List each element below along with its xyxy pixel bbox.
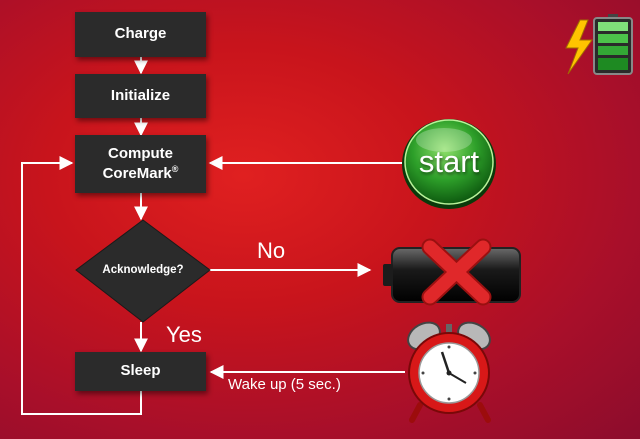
no-branch-label: No [257, 238, 286, 263]
connectors [21, 57, 405, 415]
alarm-clock-icon [407, 321, 491, 423]
dead-battery-icon [383, 238, 521, 306]
registered-mark: ® [171, 163, 179, 174]
wake-up-label: Wake up (5 sec.) [228, 376, 341, 393]
sleep-step: Sleep [75, 352, 206, 391]
compute-label: Compute [108, 144, 173, 162]
cross-icon [421, 238, 492, 306]
sleep-label: Sleep [120, 362, 161, 380]
initialize-label: Initialize [110, 86, 171, 104]
charge-label: Charge [114, 25, 167, 43]
lightning-bolt-icon [565, 19, 593, 75]
charge-step: Charge [75, 12, 206, 57]
start-label: start [418, 144, 480, 179]
initialize-step: Initialize [75, 74, 206, 118]
start-button[interactable]: start [405, 140, 493, 184]
acknowledge-label: Acknowledge? [102, 264, 184, 276]
acknowledge-diamond [75, 219, 211, 323]
battery-charging-icon [565, 14, 633, 75]
yes-branch-label: Yes [166, 322, 202, 347]
coremark-label: CoreMark® [102, 163, 179, 182]
start-button-shape[interactable] [402, 119, 496, 209]
loop-sleep-to-compute [21, 156, 142, 415]
compute-coremark-step: Compute CoreMark® [75, 135, 206, 193]
